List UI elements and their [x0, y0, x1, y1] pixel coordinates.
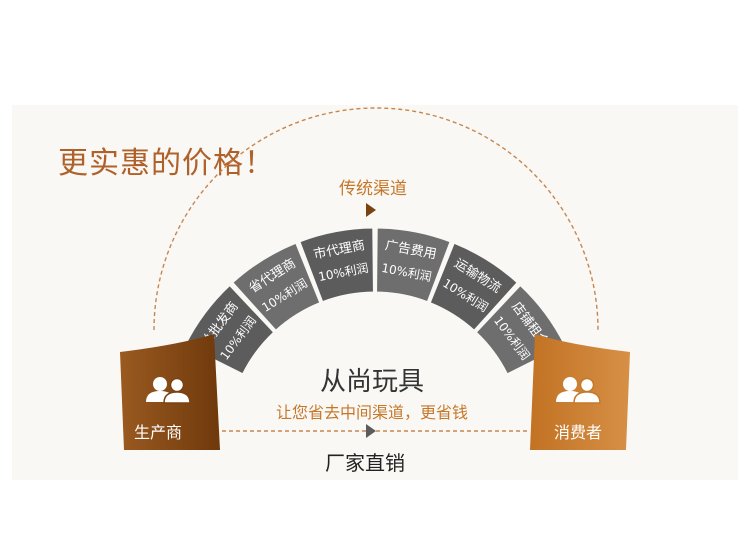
headline: 更实惠的价格！ — [58, 146, 275, 181]
brand-name: 从尚玩具 — [320, 367, 424, 397]
traditional-channel-label: 传统渠道 — [339, 179, 407, 199]
producer-label: 生产商 — [134, 423, 182, 442]
traditional-channel-arc — [153, 107, 599, 331]
intermediary-segments: 总批发商10%利润省代理商10%利润市代理商10%利润广告费用10%利润运输物流… — [184, 227, 566, 375]
tagline: 让您省去中间渠道，更省钱 — [276, 403, 468, 422]
segment-5 — [429, 242, 518, 331]
segment-4 — [376, 227, 451, 303]
direct-sales-label: 厂家直销 — [325, 451, 405, 475]
producer-users-icon — [146, 377, 191, 404]
direct-arrow-icon — [366, 424, 376, 438]
consumer-block — [530, 334, 630, 450]
consumer-users-icon — [556, 377, 601, 404]
arc-arrow-icon — [366, 203, 376, 217]
segment-2 — [232, 242, 321, 331]
segment-3 — [299, 227, 374, 303]
producer-block — [120, 334, 220, 450]
consumer-label: 消费者 — [554, 423, 602, 442]
